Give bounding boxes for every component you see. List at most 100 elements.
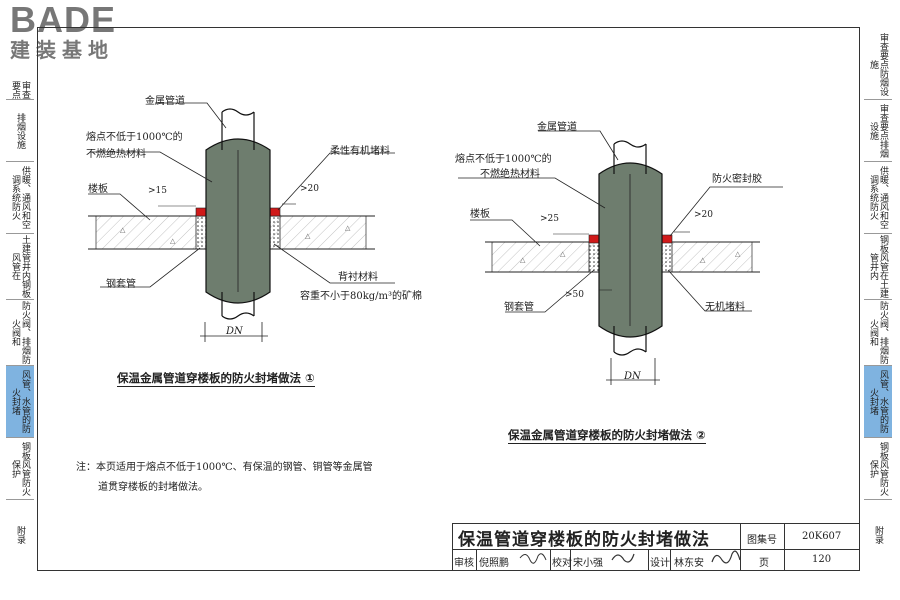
diagram1-leader-floor bbox=[88, 193, 151, 221]
right-tab-label: 审查要点防烟设施 bbox=[868, 33, 888, 96]
svg-text:△: △ bbox=[520, 256, 526, 264]
note-line1: 注：本页适用于熔点不低于1000℃、有保温的钢管、铜管等金属管 bbox=[76, 462, 373, 473]
diagram1-leader-flexseal bbox=[277, 152, 395, 211]
diagram1-label-wool: 容重不小于80kg/m³的矿棉 bbox=[300, 291, 423, 302]
note-line2: 道贯穿楼板的封堵做法。 bbox=[98, 482, 208, 493]
diagram1-label-sleeve: 钢套管 bbox=[106, 279, 136, 290]
title-block-atlas-no: 20K607 bbox=[802, 531, 842, 542]
title-block-design-label: 设计 bbox=[650, 558, 670, 569]
title-block-page-label: 页 bbox=[759, 558, 769, 569]
left-tab-3[interactable]: 供暖、通风和空调系统防火 bbox=[6, 162, 34, 234]
diagram1-pipe-bottom bbox=[221, 292, 255, 316]
left-tab-label: 土建管井内钢板风管在 bbox=[10, 235, 30, 298]
left-tab-label: 排烟设施 bbox=[15, 112, 25, 149]
right-tab-1[interactable]: 审查要点防烟设施 bbox=[864, 30, 892, 100]
diagram1-concrete-mark: △ bbox=[120, 226, 126, 234]
diagram1-label-metal-pipe: 金属管道 bbox=[145, 96, 185, 107]
logo-brand: BADE bbox=[10, 0, 117, 40]
title-block-col-divider bbox=[740, 523, 741, 571]
logo-subtitle: 建装基地 bbox=[10, 38, 114, 62]
diagram1-caption: 保温金属管道穿楼板的防火封堵做法 ① bbox=[117, 371, 315, 387]
diagram1-label-floor: 楼板 bbox=[88, 184, 108, 195]
right-tab-7[interactable]: 钢板风管防火保护 bbox=[864, 438, 892, 500]
diagram2-label-sleeve: 钢套管 bbox=[504, 302, 534, 313]
right-tab-label: 钢板风管防火保护 bbox=[868, 441, 888, 496]
diagram1-pipe-break-bottom bbox=[221, 312, 255, 320]
svg-text:△: △ bbox=[700, 256, 706, 264]
diagram1-concrete-mark: △ bbox=[170, 237, 176, 245]
title-block-title: 保温管道穿楼板的防火封堵做法 bbox=[458, 530, 710, 550]
title-block-review-label: 审核 bbox=[454, 558, 474, 569]
diagram2-label-floor: 楼板 bbox=[470, 209, 490, 220]
diagram1-pipe-top bbox=[221, 112, 255, 150]
left-tab-7[interactable]: 钢板风管防火保护 bbox=[6, 438, 34, 500]
diagram1: △ △ △ △ bbox=[88, 102, 395, 342]
left-tab-label: 风管、水管的防火封堵 bbox=[10, 370, 30, 433]
right-tab-3[interactable]: 供暖、通风和空调系统防火 bbox=[864, 162, 892, 234]
right-tab-5[interactable]: 防火阀、排烟防火阀和 bbox=[864, 300, 892, 366]
left-tab-6-active[interactable]: 风管、水管的防火封堵 bbox=[6, 366, 34, 438]
right-tab-2[interactable]: 审查要点排烟设施 bbox=[864, 100, 892, 162]
diagram1-dim-20-value: 20 bbox=[307, 184, 319, 194]
right-tab-6-active[interactable]: 风管、水管的防火封堵 bbox=[864, 366, 892, 438]
right-tab-label: 风管、水管的防火封堵 bbox=[868, 370, 888, 433]
diagram1-label-insulation-2: 不燃绝热材料 bbox=[86, 149, 146, 160]
svg-text:△: △ bbox=[560, 250, 566, 258]
diagram2-caption: 保温金属管道穿楼板的防火封堵做法 ② bbox=[508, 428, 706, 444]
signature-checker bbox=[611, 553, 635, 563]
diagram1-pipe-break-top bbox=[221, 108, 255, 116]
right-tab-label: 供暖、通风和空调系统防火 bbox=[868, 166, 888, 229]
diagram1-label-flexible-seal: 柔性有机堵料 bbox=[330, 146, 390, 157]
note: 注：本页适用于熔点不低于1000℃、有保温的钢管、铜管等金属管 道贯穿楼板的封堵… bbox=[76, 458, 373, 498]
diagram2-label-inorganic: 无机堵料 bbox=[705, 302, 745, 313]
right-tab-label: 防火阀、排烟防火阀和 bbox=[868, 301, 888, 364]
left-tab-5[interactable]: 防火阀、排烟防火阀和 bbox=[6, 300, 34, 366]
title-block-col-divider bbox=[784, 523, 785, 571]
diagram2-label-metal-pipe: 金属管道 bbox=[537, 122, 577, 133]
left-tab-label: 供暖、通风和空调系统防火 bbox=[10, 166, 30, 229]
left-tab-label: 防火阀、排烟防火阀和 bbox=[10, 301, 30, 364]
diagram2-label-insulation-1: 熔点不低于1000℃的 bbox=[455, 154, 552, 165]
diagram2-label-dim-20: >20 bbox=[694, 210, 713, 220]
diagram1-label-backing: 背衬材料 bbox=[338, 272, 378, 283]
title-block-reviewer: 倪照鹏 bbox=[479, 558, 509, 569]
title-block-check-label: 校对 bbox=[552, 558, 572, 569]
right-tab-4[interactable]: 钢板风管在土建管井内 bbox=[864, 234, 892, 300]
left-tab-2[interactable]: 排烟设施 bbox=[6, 100, 34, 162]
left-tab-label: 审查要点 bbox=[10, 80, 30, 99]
diagram1-label-dn: DN bbox=[226, 326, 243, 337]
diagram2-dim-50-value: 50 bbox=[572, 290, 584, 300]
right-tab-label: 钢板风管在土建管井内 bbox=[868, 235, 888, 298]
diagram1-dim-15-value: 15 bbox=[155, 186, 167, 196]
svg-text:△: △ bbox=[735, 250, 741, 258]
title-block-page-no: 120 bbox=[812, 554, 832, 565]
drawing-frame bbox=[37, 27, 860, 571]
diagram1-leader-insulation bbox=[90, 151, 213, 183]
right-tab-8[interactable]: 附录 bbox=[864, 500, 892, 570]
left-tab-label: 附录 bbox=[15, 526, 25, 544]
title-block-atlas-label: 图集号 bbox=[747, 535, 777, 546]
left-tab-label: 钢板风管防火保护 bbox=[10, 441, 30, 496]
title-block-checker: 宋小强 bbox=[573, 558, 603, 569]
title-block-divider bbox=[452, 549, 860, 550]
left-tab-8[interactable]: 附录 bbox=[6, 500, 34, 570]
signature-reviewer bbox=[519, 553, 547, 564]
diagram2-label-sealant: 防火密封胶 bbox=[712, 174, 762, 185]
diagram1-leader-backing bbox=[273, 243, 395, 284]
right-tab-label: 附录 bbox=[873, 526, 883, 544]
diagram1-leader-pipe bbox=[155, 102, 227, 129]
diagram2-label-dn: DN bbox=[624, 371, 641, 382]
diagram1-label-dim-15: >15 bbox=[148, 186, 167, 196]
diagram1-label-insulation-1: 熔点不低于1000℃的 bbox=[86, 132, 183, 143]
diagram1-concrete-mark: △ bbox=[345, 224, 351, 232]
signature-designer bbox=[711, 550, 741, 564]
right-tab-label: 审查要点排烟设施 bbox=[868, 103, 888, 158]
left-tab-1[interactable]: 审查要点 bbox=[6, 80, 34, 100]
diagram2-label-insulation-2: 不燃绝热材料 bbox=[480, 169, 540, 180]
logo: BADE 建装基地 bbox=[10, 0, 117, 63]
diagram2-label-dim-25: >25 bbox=[540, 214, 559, 224]
diagram1-label-dim-20: >20 bbox=[300, 184, 319, 194]
left-tab-4[interactable]: 土建管井内钢板风管在 bbox=[6, 234, 34, 300]
